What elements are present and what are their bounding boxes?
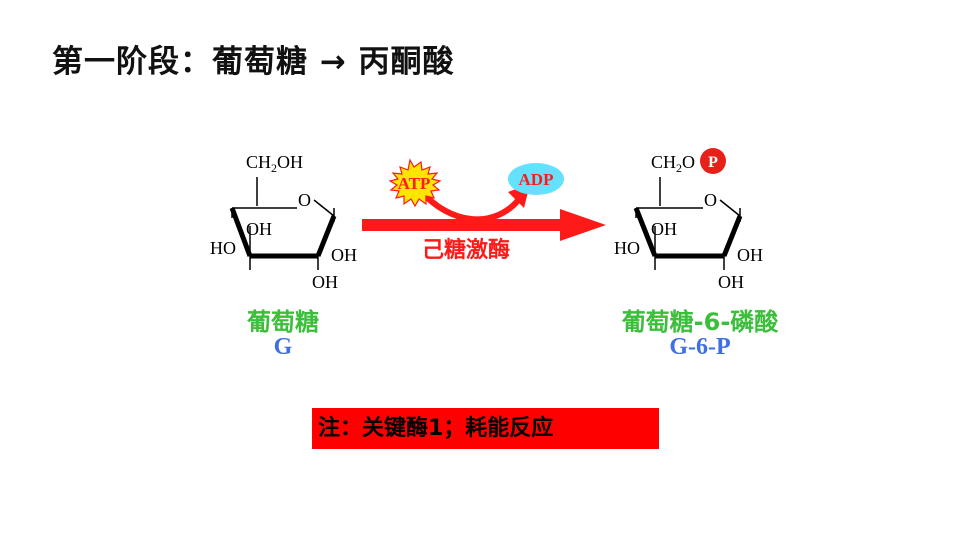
glucose-structure: CH2OH O OH HO OH OH — [210, 152, 357, 292]
curved-arrow — [417, 188, 523, 223]
adp-bubble: ADP — [508, 163, 564, 195]
product-name: 葡萄糖-6-磷酸 — [621, 308, 779, 336]
substrate-name: 葡萄糖 — [247, 308, 319, 336]
atp-burst: ATP — [388, 158, 442, 208]
phosphate-label: P — [708, 154, 718, 171]
g6p-ch2-label: CH2O — [651, 152, 695, 175]
g6p-structure: CH2O P O OH HO OH OH — [614, 148, 763, 292]
g6p-ring-oxygen: O — [704, 190, 717, 210]
phosphate-icon — [700, 148, 726, 174]
substrate-abbr: G — [273, 334, 293, 360]
g6p-oh-inner: OH — [651, 219, 677, 239]
g6p-oh-bottom: OH — [718, 272, 744, 292]
glucose-oh-inner: OH — [246, 219, 272, 239]
enzyme-label: 己糖激酶 — [422, 237, 510, 263]
g6p-oh-left: HO — [614, 238, 640, 258]
note-box: 注：关键酶1；耗能反应 — [312, 408, 659, 449]
glucose-oh-left: HO — [210, 238, 236, 258]
atp-label: ATP — [398, 174, 431, 193]
glucose-ch2-label: CH2OH — [246, 152, 303, 175]
glucose-ring-oxygen: O — [298, 190, 311, 210]
glucose-oh-right: OH — [331, 245, 357, 265]
glucose-oh-bottom: OH — [312, 272, 338, 292]
main-arrow — [362, 209, 606, 241]
page-title: 第一阶段：葡萄糖 → 丙酮酸 — [52, 44, 455, 80]
g6p-oh-right: OH — [737, 245, 763, 265]
product-abbr: G-6-P — [669, 334, 731, 360]
adp-label: ADP — [519, 170, 554, 189]
